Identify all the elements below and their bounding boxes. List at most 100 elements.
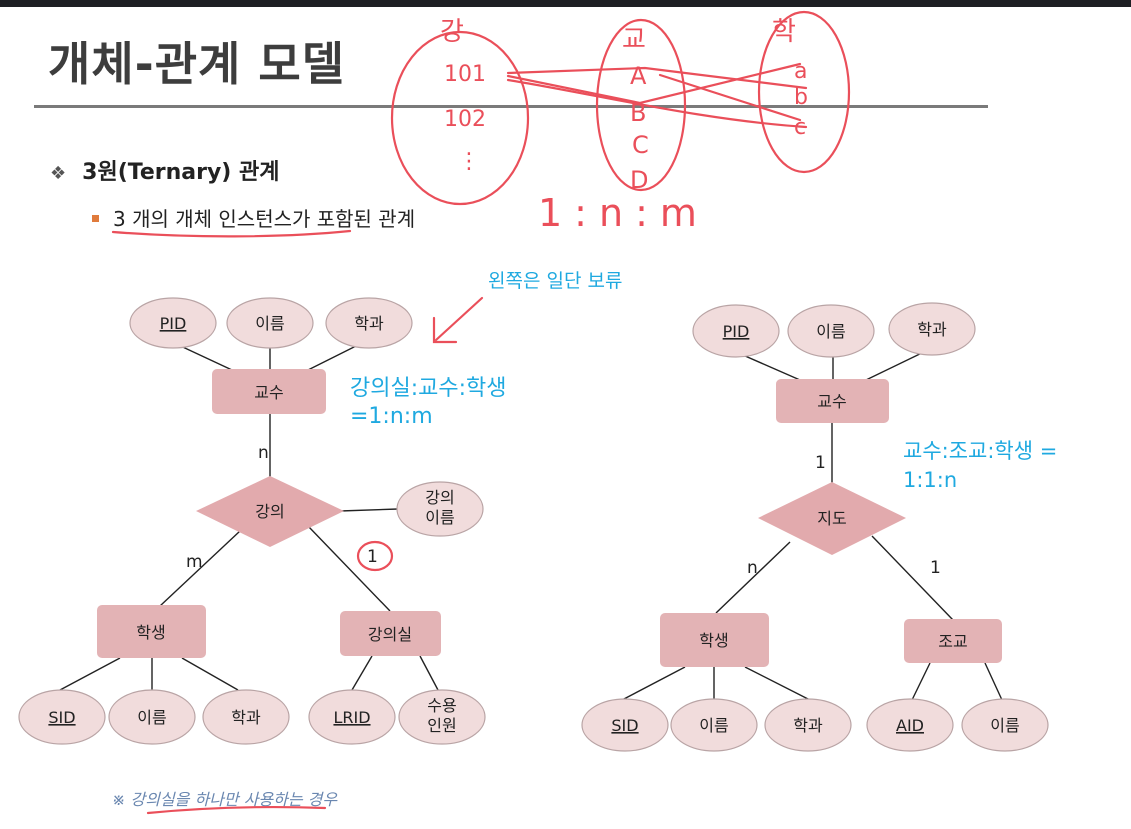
hand-map-line-2 [506,62,802,105]
right-ratio-note-line1: 교수:조교:학생 = [903,439,1057,463]
card-prof: n [258,443,269,463]
attr-prof-dept [325,297,413,349]
attr-prof-dept-label: 학과 [354,314,384,333]
footnote: ※ 강의실을 하나만 사용하는 경우 [112,790,338,809]
left-ratio-note-line1: 강의실:교수:학생 [350,376,507,401]
attr-room-capacity-line1: 수용 [427,696,456,715]
hand-ratio: 1:n:m [538,191,709,235]
title-divider [34,105,988,108]
relationship-lecture [196,476,344,547]
hand-col1-item-3: ⋮ [458,149,480,174]
hand-arrow-shaft [434,296,484,342]
hand-col2-item-a: A [630,62,647,90]
attr-room-lrid-label: LRID [333,708,370,727]
left-ratio-note-line2: =1:n:m [350,404,433,429]
attr-room-capacity-line2: 인원 [427,716,456,735]
attr-prof-pid [129,297,217,349]
entity-student-label: 학생 [136,623,165,642]
entity-professor-label: 교수 [254,383,283,402]
attr-r-prof-name [787,304,875,358]
attr-lecture-name-line1: 강의 [425,488,454,507]
attr-ta-name [961,698,1049,752]
right-diagram: PID 이름 학과 교수 1 지도 n 1 학생 조교 SID 이름 학과 AI… [581,302,1057,752]
hand-underline-footnote [146,805,327,815]
bullet-ternary: ❖ 3원(Ternary) 관계 [50,154,280,186]
attr-student-sid [18,689,106,745]
attr-student-dept [202,689,290,745]
hand-arrow-head [432,316,458,344]
card-r-ta: 1 [930,558,941,578]
attr-r-student-sid-label: SID [611,716,638,735]
hand-col2-item-c: C [632,131,649,159]
attr-student-name-label: 이름 [137,708,166,727]
card-r-student: n [747,558,758,578]
hand-col1-item-2: 102 [444,107,486,132]
handwritten-text: 강 101 102 ⋮ 교 A B C D 학 a b c 1:n:m [440,17,808,235]
hand-map-line-3 [506,78,808,129]
hand-col1-header: 강 [440,17,464,47]
hand-circle-profs [595,18,687,192]
attr-lecture-name [396,481,484,537]
entity-room [340,611,441,656]
entity-r-student [660,613,769,667]
top-bar [0,0,1131,7]
entity-r-professor-label: 교수 [817,392,846,411]
attr-r-student-name [670,698,758,752]
entity-r-student-label: 학생 [699,631,728,650]
hand-col3-item-a: a [794,59,807,84]
entity-ta [904,619,1002,663]
attr-r-student-name-label: 이름 [699,716,728,735]
attr-student-dept-label: 학과 [231,708,261,727]
entity-room-label: 강의실 [368,625,412,644]
hand-col1-item-1: 101 [444,62,486,87]
card-r-prof: 1 [815,453,826,473]
attr-room-capacity [398,689,486,745]
entity-student [97,605,206,658]
bullet-main-text: 3원(Ternary) 관계 [82,160,280,185]
attr-r-student-dept-label: 학과 [793,716,823,735]
hand-circle-rooms [390,30,530,206]
hand-circle-one [356,540,394,572]
hand-col3-item-b: b [794,85,808,110]
attr-lecture-name-line2: 이름 [425,508,454,527]
attr-r-prof-dept-label: 학과 [917,320,947,339]
card-room: 1 [367,547,378,567]
right-connectors [621,349,1003,701]
attr-prof-name [226,297,314,349]
attr-ta-name-label: 이름 [990,716,1019,735]
entity-professor [212,369,326,414]
square-bullet-icon [92,215,99,222]
left-diagram: PID 이름 학과 교수 n 강의 강의 이름 m 1 학생 강의실 SID 이… [18,270,622,809]
attr-ta-aid [866,698,954,752]
handwritten-annotations [111,10,851,815]
left-connectors [59,341,439,691]
attr-student-sid-label: SID [48,708,75,727]
card-student: m [186,552,203,572]
diamond-bullet-icon: ❖ [50,163,67,184]
hand-col2-item-d: D [630,166,648,194]
hand-circle-students [757,10,851,174]
hand-underline-bullet [111,229,352,238]
relationship-advise [758,482,906,555]
entity-ta-label: 조교 [938,632,967,651]
slide-title: 개체-관계 모델 [48,37,346,91]
relationship-lecture-label: 강의 [255,502,284,521]
attr-r-student-sid [581,698,669,752]
attr-r-prof-name-label: 이름 [816,322,845,341]
hand-map-line-4 [658,73,802,122]
attr-prof-pid-label: PID [160,314,187,333]
attr-ta-aid-label: AID [896,716,924,735]
bullet-sub: 3 개의 개체 인스턴스가 포함된 관계 [92,203,415,232]
attr-r-student-dept [764,698,852,752]
hand-col3-item-c: c [794,115,806,140]
attr-r-prof-pid [692,304,780,358]
attr-student-name [108,689,196,745]
hold-note: 왼쪽은 일단 보류 [488,270,622,292]
hand-col2-header: 교 [622,25,646,55]
bullet-sub-text: 3 개의 개체 인스턴스가 포함된 관계 [113,207,416,231]
relationship-advise-label: 지도 [817,509,846,528]
attr-r-prof-dept [888,302,976,356]
attr-r-prof-pid-label: PID [723,322,750,341]
hand-map-line-1 [506,66,808,90]
